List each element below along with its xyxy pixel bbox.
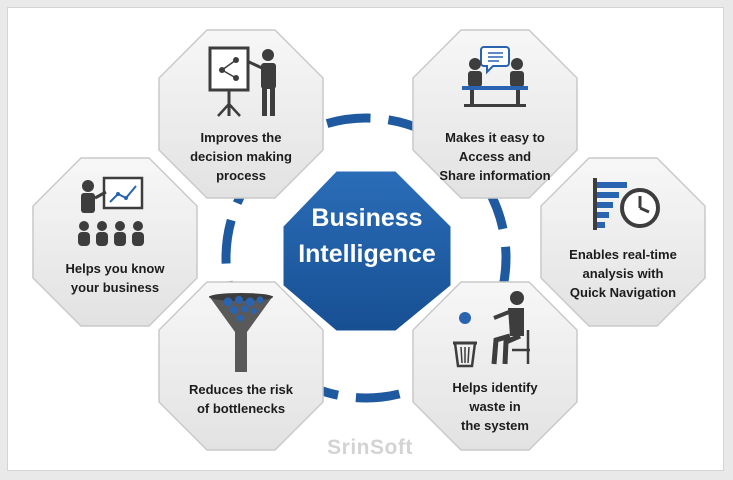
audience-presenter-icon (78, 176, 144, 246)
octagon-realtime (540, 157, 706, 327)
connector-ring (221, 113, 511, 403)
octagon-access (412, 29, 578, 199)
octagon-waste (412, 281, 578, 451)
watermark: SrinSoft (327, 436, 413, 459)
center-title: Business Intelligence (298, 204, 436, 268)
clock-chart-icon (593, 178, 660, 230)
octagon-decision (158, 29, 324, 199)
wastebasket-person-icon (453, 291, 530, 368)
funnel-icon (209, 293, 273, 372)
meeting-chat-icon (462, 46, 528, 107)
center-octagon (280, 168, 454, 334)
presentation-board-icon (208, 46, 276, 117)
